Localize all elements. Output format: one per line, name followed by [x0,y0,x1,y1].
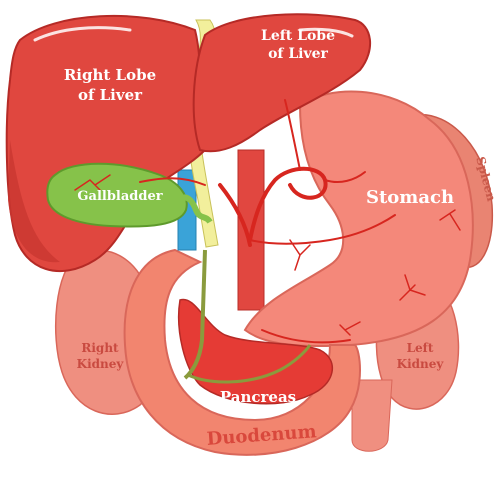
label-left-kidney-line2: Kidney [397,357,445,371]
label-left-lobe-line1: Left Lobe [261,28,335,44]
cystic-duct [173,194,213,224]
label-pancreas: Pancreas [220,388,296,406]
label-right-kidney-line2: Kidney [77,357,125,371]
right-lobe-of-liver [5,14,207,273]
liver-highlight [33,26,132,42]
label-gallbladder: Gallbladder [77,189,162,204]
duodenum [123,248,361,456]
arteries [74,99,461,344]
label-stomach: Stomach [366,187,454,208]
label-left-kidney-line1: Left [407,341,434,355]
liver-highlight-left [298,27,354,38]
label-right-lobe-line2: of Liver [78,86,143,104]
pancreatic-duct [187,344,312,384]
label-right-kidney-line1: Right [81,341,119,355]
stomach [243,90,474,348]
lower-aorta [351,379,393,452]
label-right-lobe-line1: Right Lobe [64,66,156,84]
label-left-lobe-line2: of Liver [268,46,328,62]
left-lobe-of-liver [192,13,372,153]
lower-bile-duct [183,249,207,380]
right-lobe-shadow [8,140,60,263]
